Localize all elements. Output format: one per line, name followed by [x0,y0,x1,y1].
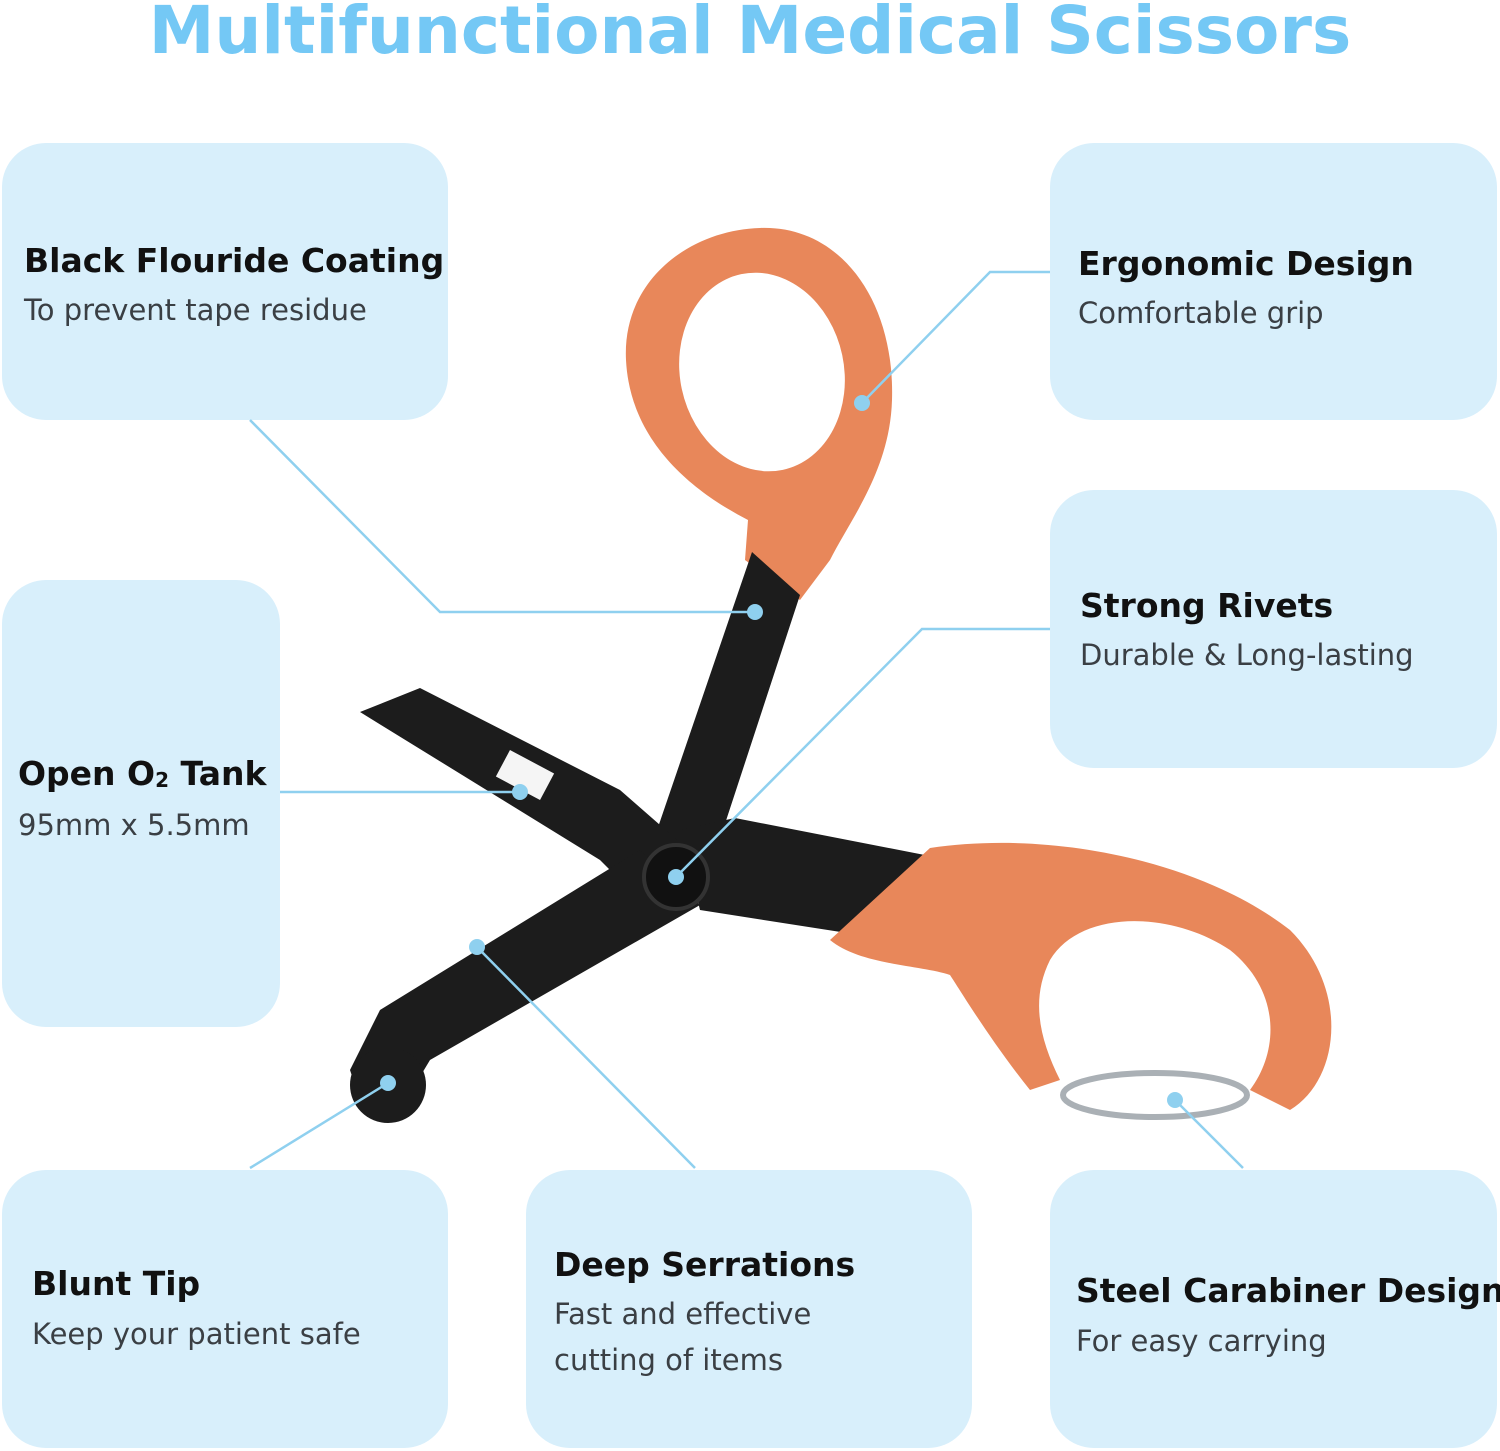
title-part: Tank [169,754,267,793]
feature-subtitle: cutting of items [554,1343,783,1377]
feature-title: Blunt Tip [32,1264,201,1303]
o2-tank-opener [495,750,555,800]
carabiner-handle [830,842,1332,1120]
feature-box-carabiner: Steel Carabiner Design For easy carrying [1050,1170,1500,1448]
lower-blade [350,850,700,1110]
title-subscript: 2 [155,768,170,792]
feature-box-serrations: Deep Serrations Fast and effective cutti… [526,1170,972,1448]
feature-title: Steel Carabiner Design [1076,1271,1500,1310]
feature-subtitle: Durable & Long-lasting [1080,638,1414,672]
feature-subtitle: Fast and effective [554,1297,812,1331]
callout-lines [249,270,1244,1170]
feature-title: Ergonomic Design [1078,244,1414,283]
feature-title: Deep Serrations [554,1245,856,1284]
feature-box-blunt-tip: Blunt Tip Keep your patient safe [2,1170,448,1448]
feature-subtitle: 95mm x 5.5mm [18,808,250,842]
upper-shank [640,552,800,900]
callout-dots [380,395,1183,1108]
feature-subtitle: To prevent tape residue [24,293,367,327]
feature-subtitle: Comfortable grip [1078,296,1324,330]
title-part: Open O [18,754,156,793]
feature-box-ergonomic: Ergonomic Design Comfortable grip [1050,143,1497,420]
feature-title: Strong Rivets [1080,586,1334,625]
feature-subtitle: For easy carrying [1076,1324,1327,1358]
feature-title: Black Flouride Coating [24,241,445,280]
feature-box-coating: Black Flouride Coating To prevent tape r… [2,143,448,420]
page-title: Multifunctional Medical Scissors [148,0,1352,69]
feature-box-o2-tank: Open O2 Tank 95mm x 5.5mm [2,580,280,1027]
feature-title: Open O2 Tank [18,754,266,793]
feature-subtitle: Keep your patient safe [32,1317,361,1351]
top-handle [625,227,893,600]
feature-box-rivets: Strong Rivets Durable & Long-lasting [1050,490,1497,768]
